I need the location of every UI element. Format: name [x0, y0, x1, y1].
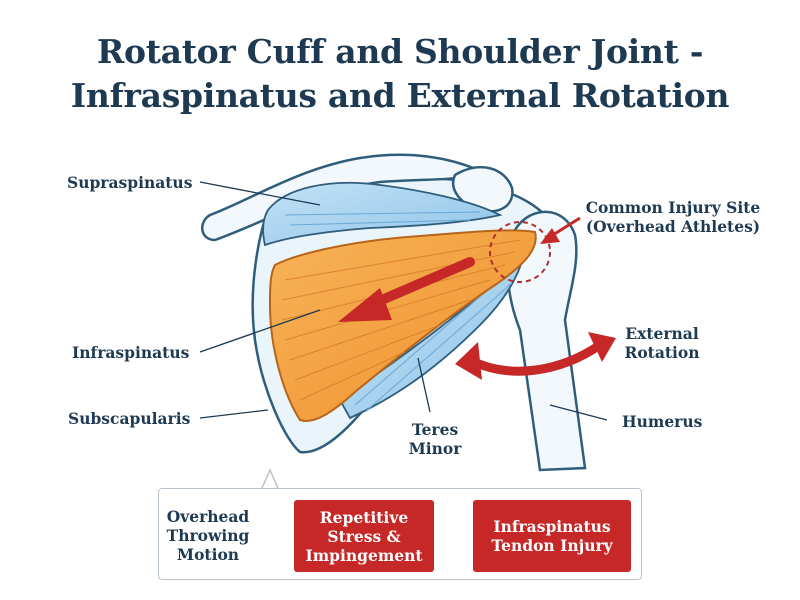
- label-infraspinatus: Infraspinatus: [72, 343, 190, 362]
- title-line-2: Infraspinatus and External Rotation: [70, 76, 730, 115]
- leader-supraspinatus: [199, 181, 321, 206]
- muscle-pull-arrow: [365, 257, 475, 310]
- label-injury-site-line-1: Common Injury Site: [585, 198, 761, 217]
- flow-step2-line-1: Infraspinatus: [493, 517, 611, 536]
- label-supraspinatus: Supraspinatus: [67, 173, 193, 192]
- flow-step1-line-2: Stress &: [327, 526, 401, 546]
- external-rotation-arrow: [467, 341, 603, 376]
- flow-step1-line-1: Repetitive: [319, 507, 409, 527]
- title-line-1: Rotator Cuff and Shoulder Joint -: [96, 32, 704, 71]
- leader-infraspinatus: [199, 309, 321, 353]
- flow-start-line-1: Overhead: [166, 507, 250, 526]
- leader-humerus: [549, 404, 608, 421]
- label-teres-minor: Teres Minor: [400, 420, 470, 458]
- flow-start-line-2: Throwing: [166, 526, 250, 545]
- leader-teres-minor: [417, 357, 431, 413]
- flow-step-injury-box: Infraspinatus Tendon Injury: [473, 500, 631, 572]
- flow-step1-line-3: Impingement: [305, 545, 423, 565]
- label-subscapularis: Subscapularis: [68, 409, 191, 428]
- label-teres-minor-line-1: Teres: [411, 420, 459, 439]
- label-injury-site: Common Injury Site (Overhead Athletes): [578, 198, 768, 236]
- label-external-rotation: External Rotation: [615, 324, 709, 362]
- infraspinatus-muscle: [268, 229, 537, 422]
- leader-subscapularis: [199, 409, 269, 419]
- flow-start-text: Overhead Throwing Motion: [160, 507, 256, 564]
- injury-site-circle: [489, 221, 551, 283]
- label-teres-minor-line-2: Minor: [408, 439, 462, 458]
- label-injury-site-line-2: (Overhead Athletes): [585, 217, 761, 236]
- flow-step-stress-box: Repetitive Stress & Impingement: [294, 500, 434, 572]
- flow-start-line-3: Motion: [176, 545, 240, 564]
- label-external-rotation-line-2: Rotation: [624, 343, 700, 362]
- label-humerus: Humerus: [622, 412, 703, 431]
- acromion: [452, 166, 514, 213]
- label-external-rotation-line-1: External: [625, 324, 699, 343]
- flow-step2-line-2: Tendon Injury: [491, 536, 613, 555]
